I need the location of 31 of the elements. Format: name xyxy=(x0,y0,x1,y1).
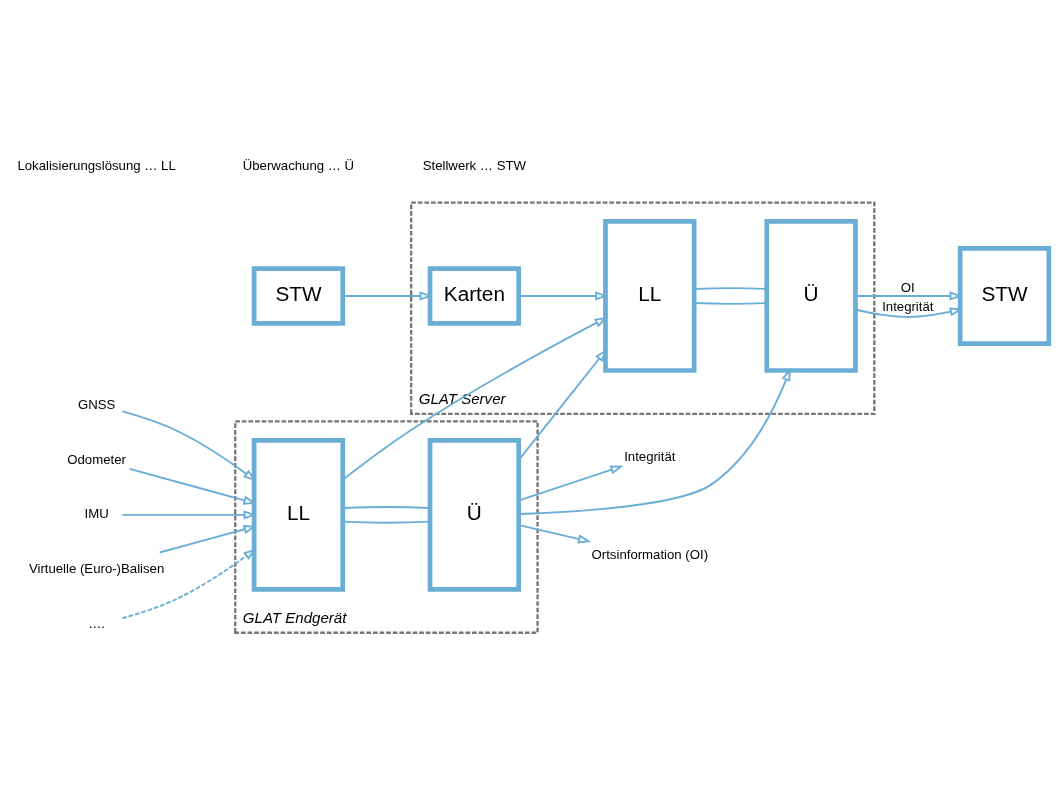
arrow xyxy=(854,291,963,301)
arrow xyxy=(518,465,624,502)
arrow xyxy=(854,307,963,318)
arrow xyxy=(518,291,609,301)
node-text: Ortsinformation (OI) xyxy=(591,546,709,562)
label: Stellwerk … STW xyxy=(422,158,527,174)
node-text: Virtuelle (Euro-)Balisen xyxy=(28,561,165,577)
node-box: STW xyxy=(957,246,1052,346)
arrow xyxy=(128,467,257,505)
node-text: IMU xyxy=(84,506,109,522)
arrow xyxy=(158,524,257,554)
arrow xyxy=(518,524,592,544)
edge-label: Integrität xyxy=(882,299,934,315)
node-text: GNSS xyxy=(77,396,116,412)
node-box: Ü xyxy=(764,219,858,373)
node-box: Karten xyxy=(427,266,522,326)
label: Lokalisierungslösung … LL xyxy=(17,158,176,174)
node-text: Odometer xyxy=(67,451,126,467)
connector xyxy=(693,302,768,305)
node-box: Ü xyxy=(427,437,522,592)
node-box: LL xyxy=(603,219,697,373)
label: Überwachung … Ü xyxy=(242,158,355,174)
node-box: LL xyxy=(251,437,346,592)
arrow xyxy=(121,510,257,520)
arrow xyxy=(121,548,257,620)
arrow xyxy=(342,316,608,481)
edge-label: OI xyxy=(900,280,915,296)
node-text: …. xyxy=(88,615,106,631)
node-text: Integrität xyxy=(624,448,676,464)
node-box: STW xyxy=(251,266,346,326)
connector xyxy=(693,287,768,290)
